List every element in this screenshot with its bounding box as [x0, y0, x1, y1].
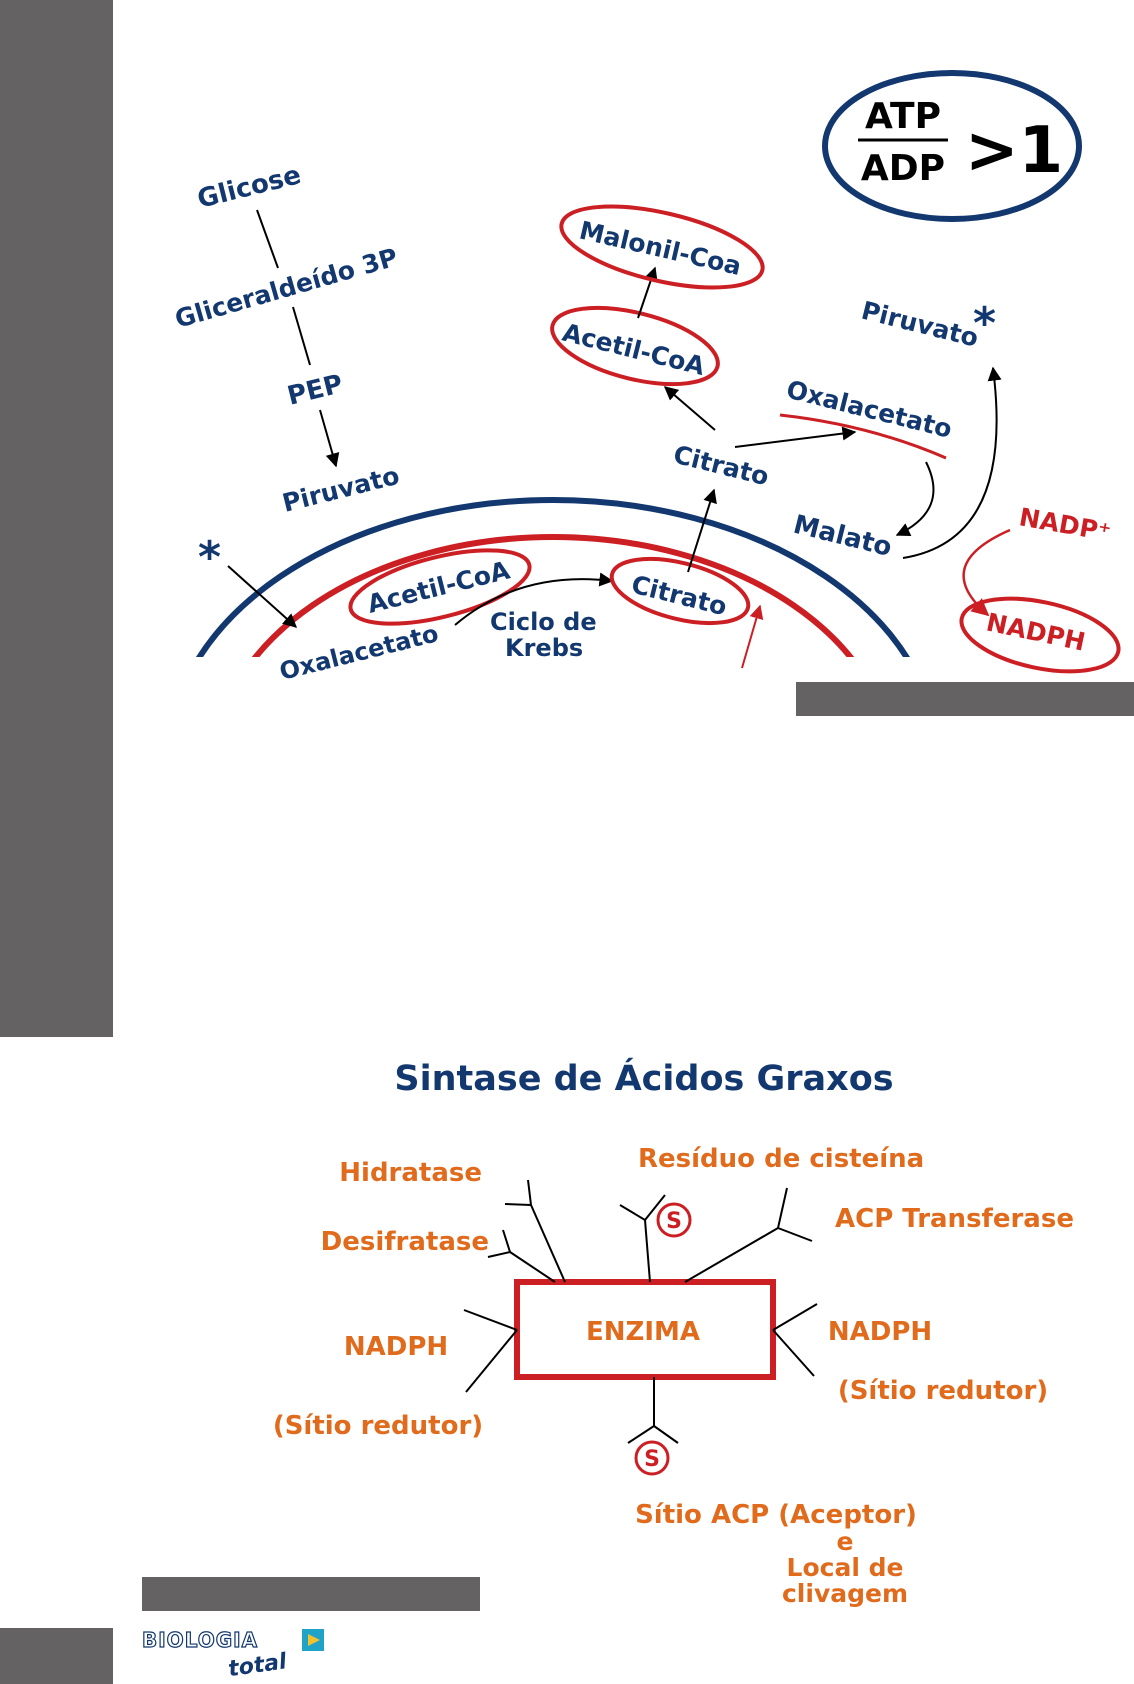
label-hidratase: Hidratase: [339, 1158, 482, 1188]
label-malato: Malato: [790, 510, 894, 563]
logo-word-total: total: [227, 1649, 289, 1679]
branch-residuo: [619, 1194, 666, 1283]
sulfur-circle-top: S: [656, 1202, 692, 1238]
label-nadph-left: NADPH: [344, 1332, 448, 1362]
label-acp-transferase: ACP Transferase: [835, 1204, 1074, 1234]
branch-desifratase: [487, 1229, 556, 1283]
label-nadph: NADPH: [984, 608, 1088, 657]
atp-label: ATP: [865, 96, 941, 137]
red-arrow-membrane: [741, 604, 764, 669]
mitochondria-inner-membrane: [251, 534, 855, 657]
sulfur-circle-bottom: S: [634, 1440, 670, 1476]
bottom-caption-bar: [142, 1577, 480, 1611]
highlight-citrato-mito: [609, 556, 751, 626]
label-nadp-plus: NADP⁺: [1017, 502, 1113, 547]
biologia-total-logo: BIOLOGIA total: [141, 1625, 342, 1682]
label-glicose: Glicose: [194, 160, 304, 215]
arrow-malato-piruvato: [902, 366, 1002, 559]
label-clivagem: clivagem: [782, 1579, 908, 1608]
left-side-bar: [0, 0, 113, 1037]
arrow-krebs-to-citrato: [454, 572, 614, 626]
label-krebs: Krebs: [505, 634, 583, 662]
arrow-citrato-oxalacetato: [734, 426, 857, 448]
adp-label: ADP: [861, 148, 945, 189]
label-residuo: Resíduo de cisteína: [638, 1144, 924, 1174]
branch-acp-transferase: [684, 1187, 813, 1283]
label-citrato-cyto: Citrato: [671, 440, 772, 492]
logo-play-triangle-icon: [308, 1634, 320, 1646]
arrow-oxalacetato-malato: [895, 461, 935, 536]
highlight-nadph: [959, 596, 1121, 674]
enzyme-label: ENZIMA: [586, 1317, 700, 1347]
label-sitio-left: (Sítio redutor): [273, 1411, 483, 1441]
top-right-caption-bar: [796, 682, 1134, 716]
synthase-title: Sintase de Ácidos Graxos: [394, 1057, 893, 1099]
sulfur-label-bottom: S: [644, 1447, 660, 1472]
arrow-acetil-malonil: [637, 266, 658, 319]
label-ciclo: Ciclo de: [490, 608, 597, 636]
arrow-pep-piruvato: [319, 409, 340, 468]
fatty-acid-synthase-diagram: Sintase de Ácidos Graxos ENZIMA: [273, 1057, 1074, 1608]
label-nadph-right: NADPH: [828, 1317, 932, 1347]
sulfur-label-top: S: [666, 1209, 682, 1234]
highlight-acetil-coa-mito: [348, 548, 532, 626]
label-acetil-coa-cyto: Acetil-CoA: [560, 318, 709, 381]
underline-oxalacetato: [779, 413, 947, 460]
asterisk-left: *: [198, 532, 221, 583]
connector-gliceraldeido-pep: [292, 306, 311, 366]
label-local: Local de: [787, 1553, 904, 1582]
label-sitio-right: (Sítio redutor): [838, 1376, 1048, 1406]
label-desifratase: Desifratase: [321, 1227, 489, 1257]
highlight-acetil-coa-cyto: [550, 305, 720, 387]
bottom-left-corner-bar: [0, 1628, 113, 1684]
branch-acp-site: [627, 1377, 679, 1444]
label-gliceraldeido: Gliceraldeído 3P: [172, 242, 401, 333]
logo-word-biologia: BIOLOGIA: [142, 1628, 258, 1652]
branch-nadph-right: [772, 1303, 818, 1377]
label-oxalacetato-cyto: Oxalacetato: [784, 375, 955, 444]
label-citrato-mito: Citrato: [629, 570, 730, 622]
highlight-malonil-coa: [559, 204, 765, 290]
label-piruvato-left: Piruvato: [279, 461, 402, 518]
atp-adp-ratio-badge: ATP ADP >1: [822, 70, 1082, 222]
branch-hidratase: [504, 1179, 566, 1283]
label-malonil-coa: Malonil-Coa: [577, 216, 744, 281]
asterisk-right: *: [973, 298, 996, 349]
label-e: e: [837, 1527, 854, 1556]
ratio-value: >1: [965, 114, 1063, 188]
label-oxalacetato-mito: Oxalacetato: [277, 619, 442, 680]
label-sitio-acp: Sítio ACP (Aceptor): [635, 1500, 917, 1530]
arrow-asterisk-oxalacetato: [227, 565, 298, 628]
branch-nadph-left: [463, 1309, 518, 1393]
metabolic-pathway-diagram: Glicose Gliceraldeído 3P PEP Piruvato * …: [172, 70, 1121, 680]
arrow-citrato-out: [687, 488, 717, 573]
label-piruvato-right: Piruvato: [859, 296, 982, 353]
connector-glicose-gliceraldeido: [256, 209, 279, 269]
arrow-citrato-acetil: [663, 386, 716, 431]
mitochondria-outer-membrane: [196, 497, 910, 657]
label-pep: PEP: [284, 369, 345, 412]
enzyme-box: [514, 1279, 776, 1380]
